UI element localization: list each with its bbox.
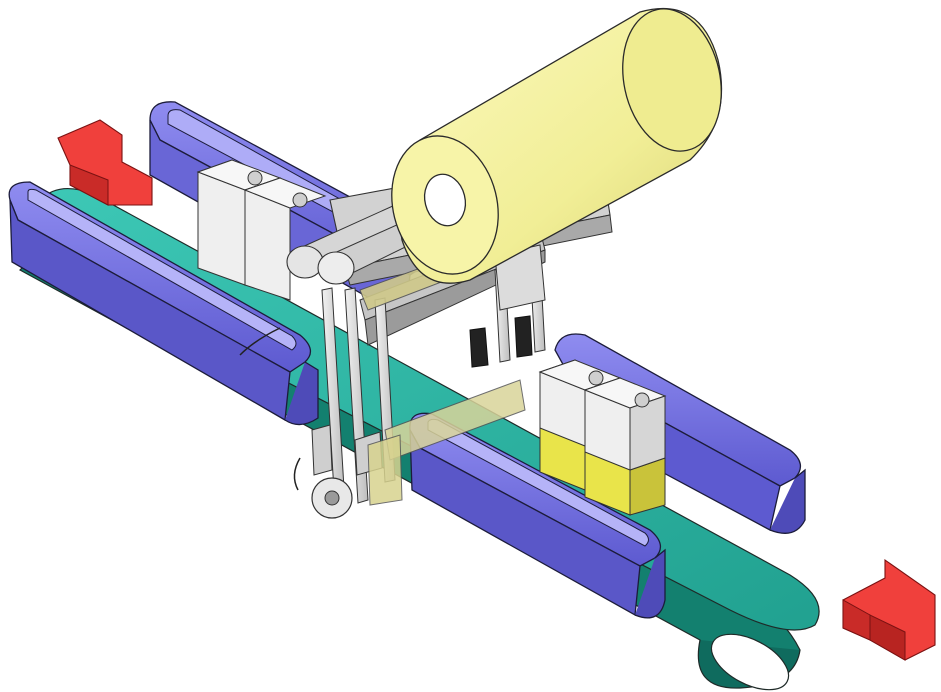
tape-roll: [391, 7, 723, 284]
front-right-side-guide: [409, 412, 666, 619]
front-left-side-guide: [8, 181, 319, 426]
incoming-product-boxes: [196, 159, 327, 301]
inlet-flow-arrow: [57, 119, 153, 206]
labeled-product-boxes: [538, 359, 667, 516]
outlet-flow-arrow: [842, 558, 936, 661]
